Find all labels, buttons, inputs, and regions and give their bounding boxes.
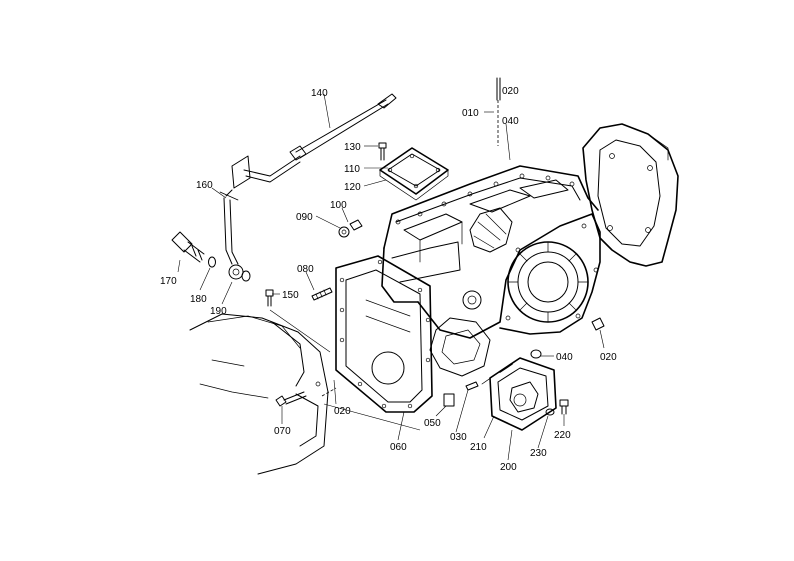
- top-cover-120: [379, 147, 449, 201]
- callout-090: 090: [296, 212, 313, 223]
- callout-210: 210: [470, 442, 487, 453]
- callout-020: 020: [600, 352, 617, 363]
- callout-190: 190: [210, 306, 227, 317]
- pin-030: [465, 381, 479, 391]
- gasket-210: [481, 365, 509, 385]
- pin-020-right: [591, 317, 605, 331]
- callout-110: 110: [344, 164, 360, 175]
- callout-080: 080: [297, 264, 314, 275]
- callout-labels: 010 020 040 140 130 110 120 160 100 090 …: [160, 86, 617, 473]
- oring-040: [530, 349, 542, 359]
- plug-170: [171, 231, 205, 263]
- washer-180: [208, 256, 216, 268]
- callout-200: 200: [500, 462, 517, 473]
- callout-170: 170: [160, 276, 177, 287]
- callout-230: 230: [530, 448, 547, 459]
- callout-010: 010: [462, 108, 479, 119]
- callout-150: 150: [282, 290, 299, 301]
- front-housing-partial: [189, 309, 421, 475]
- callout-180: 180: [190, 294, 207, 305]
- plug-050: [443, 393, 455, 407]
- bolt-150: [265, 289, 274, 307]
- callout-120: 120: [344, 182, 361, 193]
- callout-070: 070: [274, 426, 291, 437]
- transmission-case-main: [381, 165, 601, 377]
- callout-020: 020: [334, 406, 351, 417]
- fitting-100: [349, 219, 363, 231]
- callout-050: 050: [424, 418, 441, 429]
- washer-230: [545, 408, 555, 416]
- callout-160: 160: [196, 180, 213, 191]
- callout-040: 040: [502, 116, 519, 127]
- fitting-090: [338, 226, 350, 238]
- stud-080: [311, 287, 333, 301]
- callout-100: 100: [330, 200, 347, 211]
- callout-040: 040: [556, 352, 573, 363]
- front-plate-060: [335, 255, 433, 413]
- dowel-020-top: [496, 77, 501, 146]
- rear-housing: [582, 123, 679, 267]
- bolt-070: [275, 391, 307, 407]
- leader-lines: [177, 93, 605, 461]
- side-cover-200: [489, 357, 557, 431]
- dipstick-140: [289, 93, 397, 161]
- nut-190: [228, 264, 251, 282]
- callout-060: 060: [390, 442, 407, 453]
- callout-020: 020: [502, 86, 519, 97]
- guide-tube-160: [219, 155, 301, 265]
- bolt-130: [378, 142, 387, 161]
- bolt-220: [559, 399, 569, 415]
- callout-030: 030: [450, 432, 467, 443]
- callout-130: 130: [344, 142, 361, 153]
- callout-140: 140: [311, 88, 328, 99]
- callout-220: 220: [554, 430, 571, 441]
